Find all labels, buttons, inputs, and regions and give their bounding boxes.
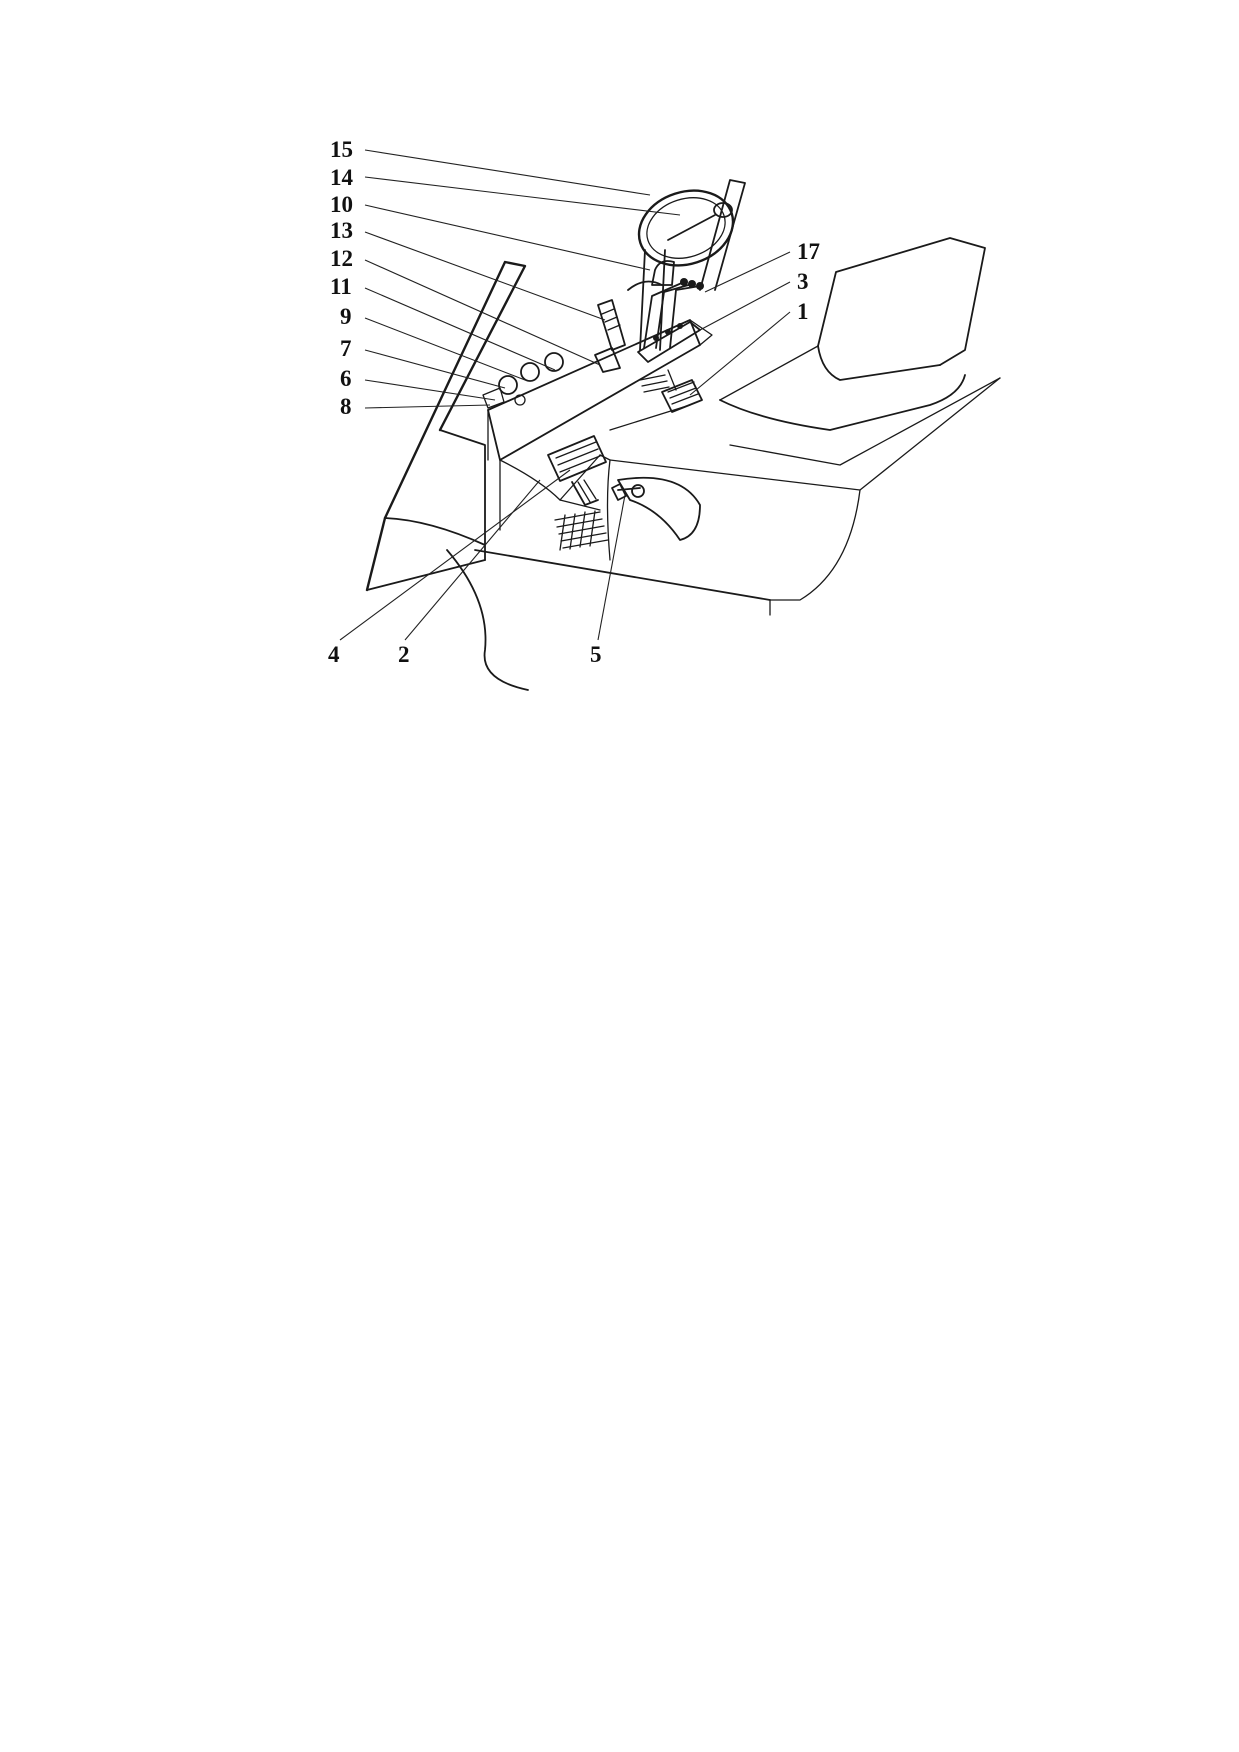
gauge-icon: [520, 362, 540, 382]
gauge-icon: [544, 352, 564, 372]
callout-2: 2: [398, 642, 410, 667]
callout-8: 8: [340, 394, 352, 419]
pedal-left: [547, 435, 607, 506]
callout-9: 9: [340, 304, 352, 329]
callout-11: 11: [330, 274, 352, 299]
dashboard-console: [487, 319, 713, 531]
callout-12: 12: [330, 246, 353, 271]
callout-14: 14: [330, 165, 354, 190]
callout-15: 15: [330, 137, 353, 162]
floor-platform: [474, 377, 1001, 616]
floor-grate: [554, 374, 670, 551]
lever-knob-icon: [696, 282, 704, 290]
instrument-gauges: [482, 352, 564, 409]
callout-5: 5: [590, 642, 602, 667]
hand-lever: [594, 299, 626, 373]
a-pillar: [365, 260, 529, 691]
lever-knob-icon: [688, 280, 696, 288]
steering-column: [627, 179, 746, 351]
callout-3: 3: [797, 269, 809, 294]
callout-labels: 15 14 10 13 12 11 9 7 6 8 17 3 1 4 2 5: [328, 137, 820, 667]
callout-17: 17: [797, 239, 820, 264]
callout-4: 4: [328, 642, 340, 667]
leader-lines: [339, 149, 791, 641]
control-levers: [637, 278, 704, 363]
seat: [719, 237, 1001, 466]
horn-knob: [713, 202, 733, 218]
callout-13: 13: [330, 218, 353, 243]
callout-7: 7: [340, 336, 352, 361]
callout-6: 6: [340, 366, 352, 391]
lever-knob-icon: [680, 278, 688, 286]
pedal-right: [661, 369, 703, 413]
callout-1: 1: [797, 299, 809, 324]
gear-shift: [611, 476, 701, 541]
gauge-icon: [498, 375, 518, 395]
callout-10: 10: [330, 192, 353, 217]
